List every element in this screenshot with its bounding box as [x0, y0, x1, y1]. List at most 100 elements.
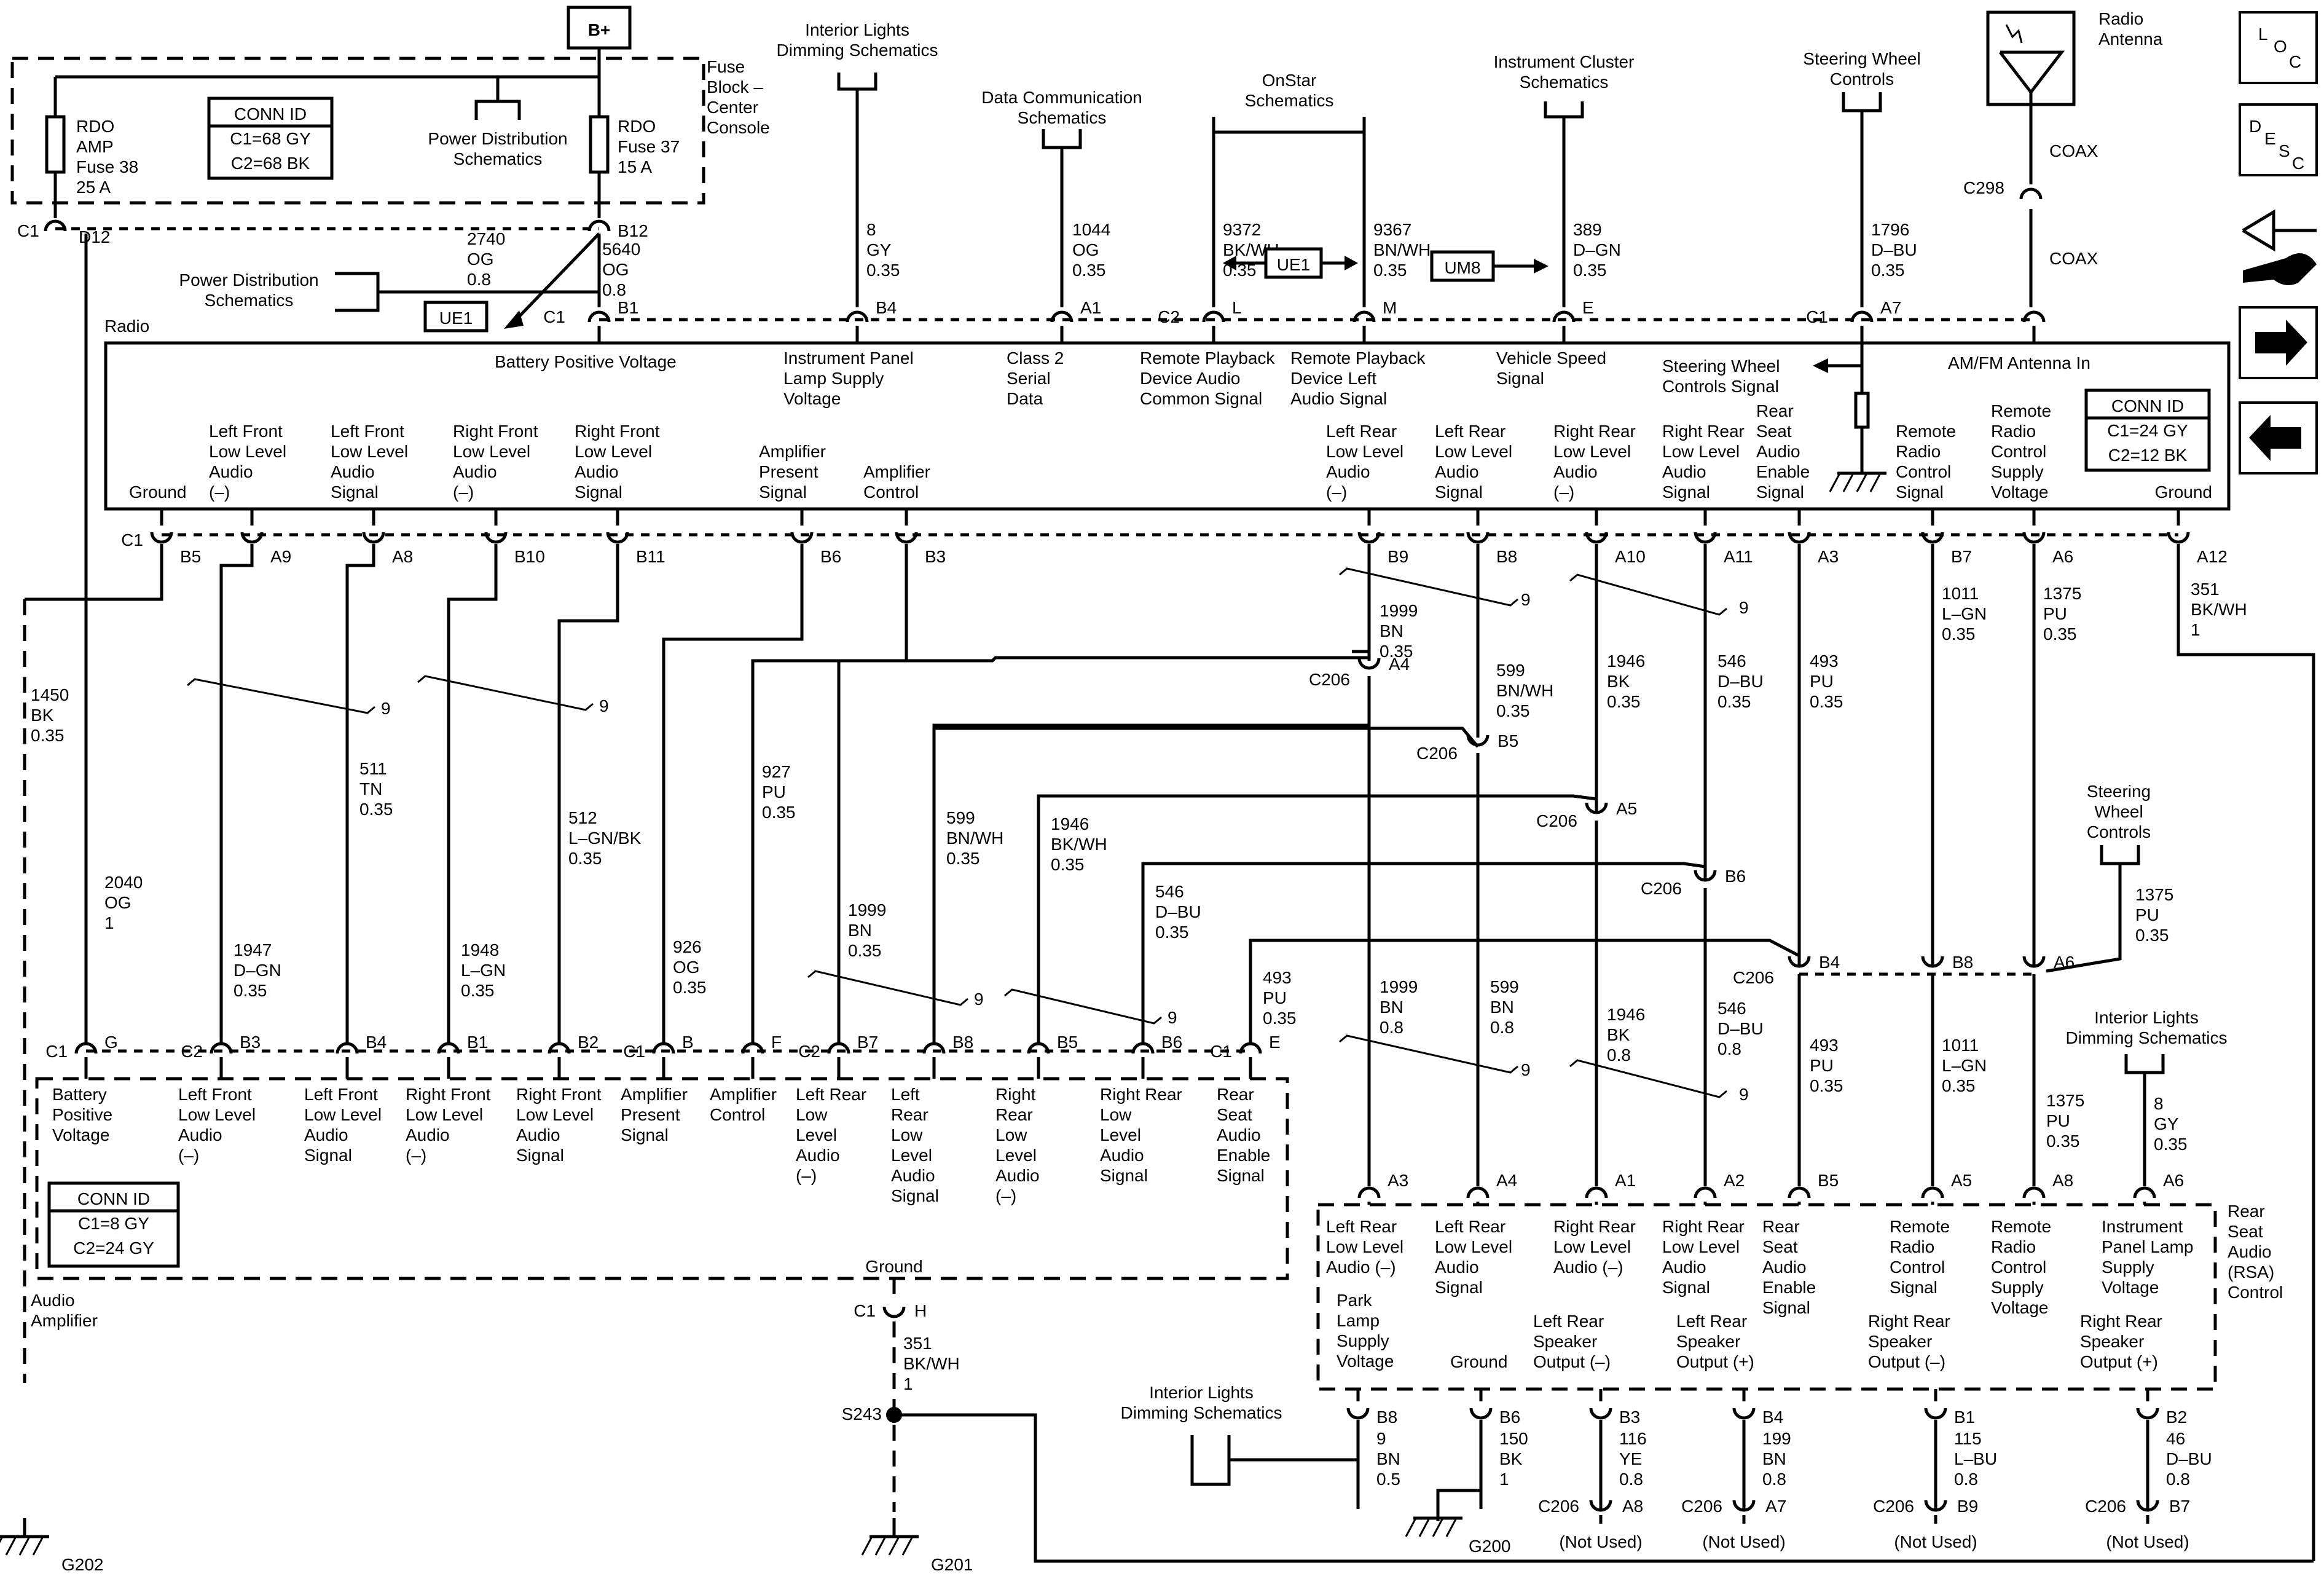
wire-label: 493: [1263, 968, 1292, 987]
pin-function: Positive: [52, 1105, 112, 1124]
wire-label: 546: [1717, 999, 1746, 1018]
pin-function: Low Level: [406, 1105, 483, 1124]
pin-function: Ground: [2155, 482, 2212, 502]
connector-pin: [1357, 532, 1381, 544]
fuse-block-outline: [10, 57, 705, 205]
twist-label: 9: [1739, 598, 1749, 617]
wire-label: 2740: [467, 229, 505, 248]
nav-letter: D: [2249, 117, 2261, 136]
arrow-icon: [1813, 358, 1828, 373]
connector-pin: [827, 1042, 850, 1054]
prev-arrow-button[interactable]: [2239, 401, 2318, 474]
wire-label: PU: [762, 782, 786, 801]
ref-data-comm: Schematics: [1018, 108, 1107, 127]
connector-pin: [1694, 1186, 1717, 1199]
pin-function: Right Rear: [1868, 1312, 1950, 1331]
wire-label: L–GN: [1942, 1056, 1987, 1075]
pin-function: Signal: [1217, 1166, 1265, 1185]
ref-steering-controls: Steering: [2087, 782, 2151, 801]
pin-function: (–): [453, 482, 474, 502]
connector-pin: [1585, 532, 1608, 544]
pin-label: A1: [1615, 1171, 1636, 1190]
twist-label: 9: [381, 699, 391, 718]
pin-label: B4: [1762, 1408, 1783, 1427]
pin-function: (–): [406, 1146, 426, 1165]
pin-function: Rear: [995, 1105, 1033, 1124]
pin-function: Battery Positive Voltage: [495, 352, 677, 371]
radio-top-pin-7: AM/FM Antenna In: [1948, 310, 2090, 372]
connector-pin: [1352, 310, 1376, 323]
pin-function: Audio: [1100, 1146, 1144, 1165]
pin-function: Audio: [304, 1125, 348, 1144]
ref-interior-lights: Interior Lights: [1149, 1383, 1254, 1402]
wire-label: 1: [1499, 1470, 1509, 1489]
wire-label: 599: [946, 808, 975, 827]
wire-label: 1999: [1380, 977, 1418, 996]
pin-function: Control: [710, 1105, 765, 1124]
fuse-37: [589, 115, 610, 174]
ref-interior-lights: Dimming Schematics: [1121, 1403, 1282, 1422]
pin-function: Controls Signal: [1662, 377, 1779, 396]
pin-function: Voltage: [52, 1125, 109, 1144]
connector-pin: [741, 1042, 764, 1054]
pin-function: Voltage: [2102, 1278, 2159, 1297]
wire-label: 1011: [1942, 584, 1979, 603]
pin-function: Audio: [406, 1125, 450, 1144]
wire-label: PU: [1810, 672, 1834, 691]
nav-letter: C: [2292, 154, 2304, 173]
wire-label: BN: [1376, 1449, 1400, 1468]
wire-label: L–GN: [1942, 604, 1987, 623]
wire-label: 927: [762, 762, 791, 781]
loc-button[interactable]: LOC: [2239, 11, 2318, 84]
wire-label: 0.35: [1942, 624, 1976, 644]
fuse-conn-id: [207, 96, 334, 180]
pin-function: Left Rear: [1435, 1217, 1505, 1236]
tools-icon[interactable]: [2242, 209, 2317, 285]
rsa-outline: [1316, 1203, 2217, 1391]
wire-label: BN: [848, 921, 872, 940]
pin-label: A6: [2163, 1171, 2184, 1190]
wire-label: BN/WH: [1373, 240, 1431, 259]
ref-interior-lights: Dimming Schematics: [2066, 1028, 2228, 1047]
pin-label: A3: [1388, 1171, 1408, 1190]
wire-label: BN: [1380, 621, 1403, 640]
connector-pin: [2019, 187, 2043, 200]
pin-function: Low Level: [1326, 442, 1403, 461]
wire-label: 1999: [1380, 601, 1418, 620]
radio-bottom-pin-14: A12 Ground: [2155, 482, 2228, 566]
wire-label: 1375: [2046, 1091, 2084, 1110]
nav-letter: S: [2279, 141, 2290, 160]
antenna-label: Antenna: [2098, 30, 2163, 49]
pin-function: Audio: [1762, 1258, 1807, 1277]
wire-label: 1: [104, 913, 114, 932]
pin-function: Supply: [1337, 1331, 1389, 1350]
pin-function: Low Level: [1435, 442, 1512, 461]
next-arrow-button[interactable]: [2239, 306, 2318, 379]
wire-label: 0.35: [359, 800, 393, 819]
pin-function: Audio Signal: [1290, 389, 1387, 408]
pin-function: Audio: [178, 1125, 222, 1144]
pin-function: Audio: [1662, 462, 1706, 481]
wire-label: 9367: [1373, 220, 1411, 239]
pin-function: Lamp: [1337, 1311, 1380, 1330]
pin-function: Right Rear: [1100, 1085, 1182, 1104]
wire-label: PU: [1263, 988, 1287, 1007]
fuse-38-label: 25 A: [76, 178, 111, 197]
wire-label: 0.5: [1376, 1470, 1400, 1489]
connector-pin: [2136, 1500, 2159, 1512]
rsa-name: Rear: [2228, 1202, 2265, 1221]
pin-function: Audio: [1435, 462, 1479, 481]
pin-label: B7: [1951, 547, 1972, 566]
pin-function: Left Rear: [1533, 1312, 1604, 1331]
pin-label: A12: [2197, 547, 2228, 566]
pin-function: Left Rear: [1326, 1217, 1397, 1236]
option-code: UM8: [1444, 258, 1480, 277]
